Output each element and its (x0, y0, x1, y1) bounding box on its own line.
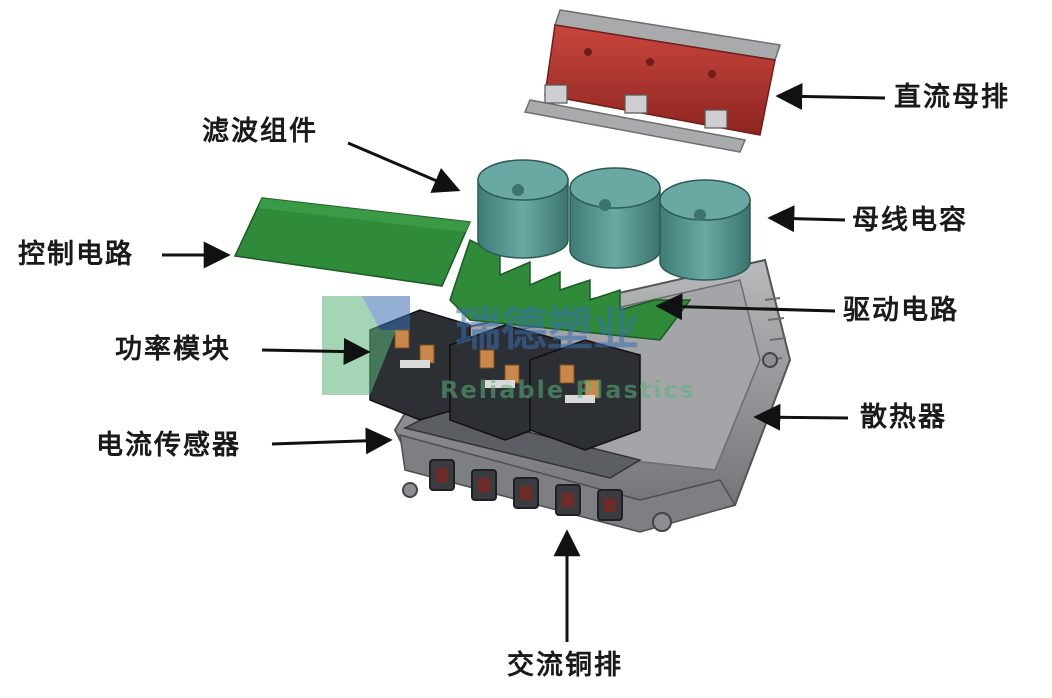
watermark: 瑞德塑业 Reliable Plastics (322, 296, 696, 404)
label-heatsink: 散热器 (860, 402, 947, 433)
label-bus-capacitor: 母线电容 (852, 205, 968, 236)
arrow-current-sensor (271, 427, 393, 455)
arrow-filter-assembly (347, 141, 461, 193)
arrow-dc-busbar (775, 82, 886, 110)
label-current-sensor: 电流传感器 (96, 430, 241, 461)
bus-capacitors (477, 159, 751, 281)
label-dc-busbar: 直流母排 (894, 82, 1010, 113)
leader-arrows (162, 82, 886, 642)
label-control-circuit: 控制电路 (18, 239, 134, 270)
arrow-bus-capacitor (767, 205, 846, 233)
arrow-drive-circuit (655, 293, 836, 321)
dc-busbar (523, 9, 781, 153)
label-power-module: 功率模块 (115, 334, 231, 365)
label-drive-circuit: 驱动电路 (843, 295, 959, 326)
watermark-cn: 瑞德塑业 (455, 302, 639, 356)
label-ac-busbar: 交流铜排 (507, 650, 623, 681)
arrow-power-module (261, 338, 371, 366)
watermark-en: Reliable Plastics (440, 376, 696, 404)
power-modules (369, 309, 641, 451)
label-filter-assembly: 滤波组件 (202, 116, 318, 147)
arrow-heatsink (753, 403, 849, 431)
